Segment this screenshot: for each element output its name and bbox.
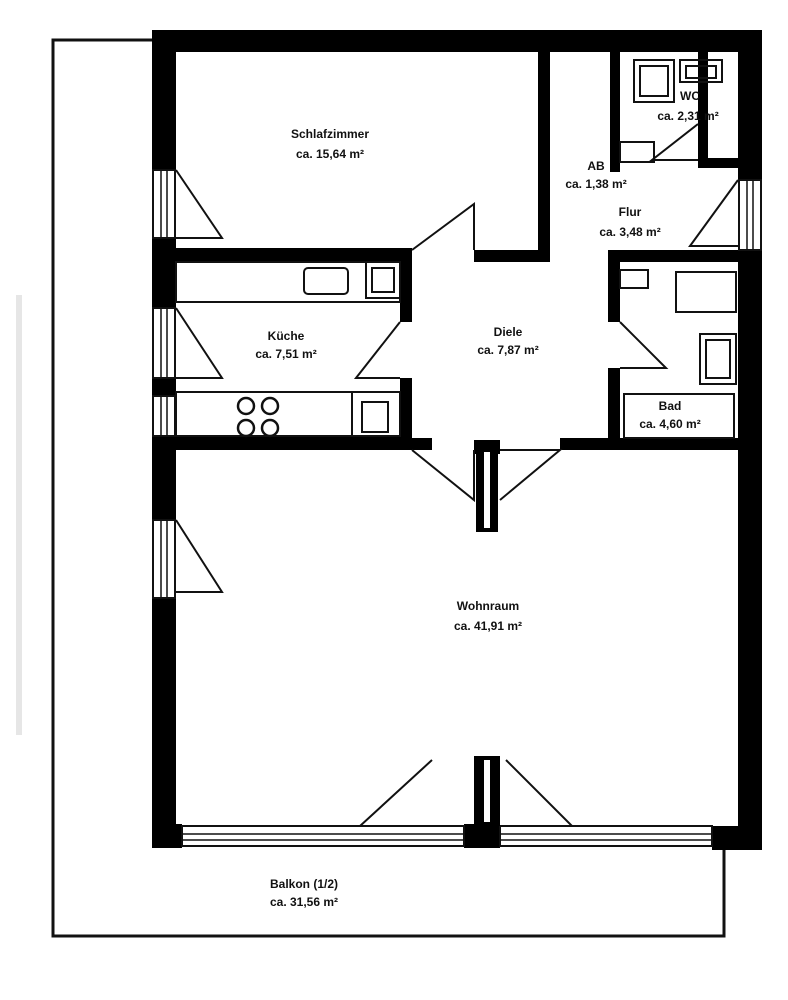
kitchen-fixtures (175, 261, 401, 437)
balcony-outline (51, 38, 726, 938)
balcony-glazing (181, 825, 713, 847)
label-wohnraum-name: Wohnraum (457, 599, 519, 613)
interior-walls (176, 52, 738, 826)
label-flur-name: Flur (619, 205, 642, 219)
left-windows (152, 169, 176, 599)
cooktop-burners (236, 396, 280, 438)
label-flur-area: ca. 3,48 m² (599, 225, 660, 239)
label-bad-area: ca. 4,60 m² (639, 417, 700, 431)
label-schlafzimmer-area: ca. 15,64 m² (296, 147, 364, 161)
door-swings (175, 123, 739, 827)
label-wc-area: ca. 2,31 m² (657, 109, 718, 123)
wc-fixtures (619, 59, 723, 163)
label-kueche-area: ca. 7,51 m² (255, 347, 316, 361)
right-window (738, 179, 762, 251)
label-wohnraum-area: ca. 41,91 m² (454, 619, 522, 633)
room-labels: Schlafzimmer ca. 15,64 m² WC ca. 2,31 m²… (255, 89, 718, 909)
label-wc-name: WC (680, 89, 700, 103)
exterior-walls (152, 30, 762, 850)
label-balkon-name: Balkon (1/2) (270, 877, 338, 891)
bath-fixtures (619, 269, 737, 439)
label-kueche-name: Küche (268, 329, 305, 343)
label-diele-name: Diele (494, 325, 523, 339)
label-balkon-area: ca. 31,56 m² (270, 895, 338, 909)
label-ab-area: ca. 1,38 m² (565, 177, 626, 191)
left-window-mullions (160, 170, 168, 598)
label-schlafzimmer-name: Schlafzimmer (291, 127, 369, 141)
label-ab-name: AB (587, 159, 605, 173)
label-bad-name: Bad (659, 399, 682, 413)
label-diele-area: ca. 7,87 m² (477, 343, 538, 357)
scan-artifact (16, 295, 22, 735)
